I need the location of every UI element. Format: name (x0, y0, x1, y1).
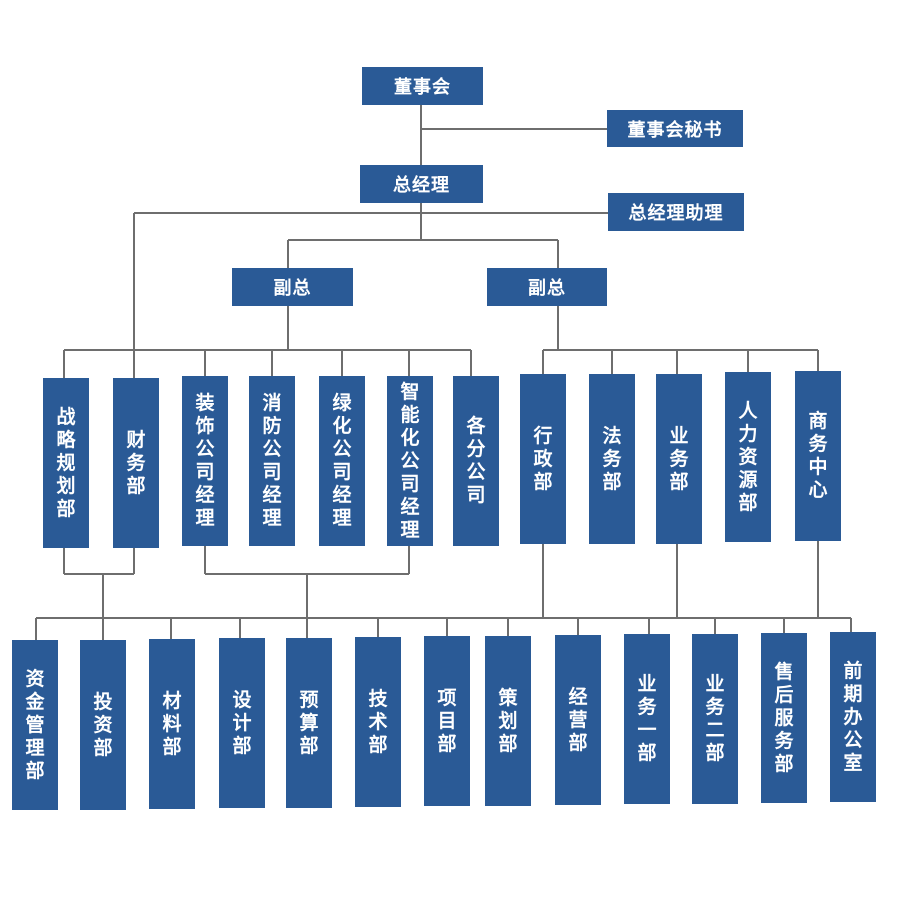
decoration-company-manager-label: 装饰公司经理 (195, 392, 215, 529)
greening-company-manager-box: 绿化公司经理 (319, 376, 365, 546)
planning-dept-label: 策划部 (498, 686, 518, 755)
project-dept-label: 项目部 (437, 686, 457, 755)
preliminary-office-box: 前期办公室 (830, 632, 876, 802)
branch-companies-box: 各分公司 (453, 376, 499, 546)
fire-company-manager-box: 消防公司经理 (249, 376, 295, 546)
finance-dept-box: 财务部 (113, 378, 159, 548)
fund-management-dept-label: 资金管理部 (25, 667, 45, 782)
after-sales-dept-box: 售后服务部 (761, 633, 807, 803)
administration-dept-label: 行政部 (533, 424, 553, 493)
business-dept-one-box: 业务一部 (624, 634, 670, 804)
operations-dept-label: 经营部 (568, 685, 588, 754)
technology-dept-box: 技术部 (355, 637, 401, 807)
legal-dept-label: 法务部 (602, 424, 622, 493)
fund-management-dept-box: 资金管理部 (12, 640, 58, 810)
materials-dept-box: 材料部 (149, 639, 195, 809)
materials-dept-label: 材料部 (162, 689, 182, 758)
business-center-box: 商务中心 (795, 371, 841, 541)
greening-company-manager-label: 绿化公司经理 (332, 392, 352, 529)
general-manager-box: 总经理 (360, 165, 483, 203)
fire-company-manager-label: 消防公司经理 (262, 392, 282, 529)
strategy-planning-dept-label: 战略规划部 (56, 405, 76, 520)
business-center-label: 商务中心 (808, 410, 828, 501)
project-dept-box: 项目部 (424, 636, 470, 806)
finance-dept-label: 财务部 (126, 428, 146, 497)
budget-dept-label: 预算部 (299, 688, 319, 757)
design-dept-label: 设计部 (232, 688, 252, 757)
branch-companies-label: 各分公司 (466, 415, 486, 506)
business-dept-box: 业务部 (656, 374, 702, 544)
investment-dept-box: 投资部 (80, 640, 126, 810)
investment-dept-label: 投资部 (93, 690, 113, 759)
budget-dept-box: 预算部 (286, 638, 332, 808)
after-sales-dept-label: 售后服务部 (774, 660, 794, 775)
vice-president-left-box: 副总 (232, 268, 353, 306)
business-dept-two-label: 业务二部 (705, 673, 725, 764)
decoration-company-manager-box: 装饰公司经理 (182, 376, 228, 546)
business-dept-two-box: 业务二部 (692, 634, 738, 804)
smart-company-manager-box: 智能化公司经理 (387, 376, 433, 546)
board-secretary-box: 董事会秘书 (607, 110, 743, 147)
smart-company-manager-label: 智能化公司经理 (400, 380, 420, 541)
vice-president-right-box: 副总 (487, 268, 607, 306)
administration-dept-box: 行政部 (520, 374, 566, 544)
board-box: 董事会 (362, 67, 483, 105)
design-dept-box: 设计部 (219, 638, 265, 808)
operations-dept-box: 经营部 (555, 635, 601, 805)
technology-dept-label: 技术部 (368, 687, 388, 756)
legal-dept-box: 法务部 (589, 374, 635, 544)
business-dept-one-label: 业务一部 (637, 673, 657, 764)
gm-assistant-box: 总经理助理 (608, 193, 744, 231)
human-resources-dept-label: 人力资源部 (738, 399, 758, 514)
business-dept-label: 业务部 (669, 424, 689, 493)
human-resources-dept-box: 人力资源部 (725, 372, 771, 542)
preliminary-office-label: 前期办公室 (843, 659, 863, 774)
strategy-planning-dept-box: 战略规划部 (43, 378, 89, 548)
planning-dept-box: 策划部 (485, 636, 531, 806)
